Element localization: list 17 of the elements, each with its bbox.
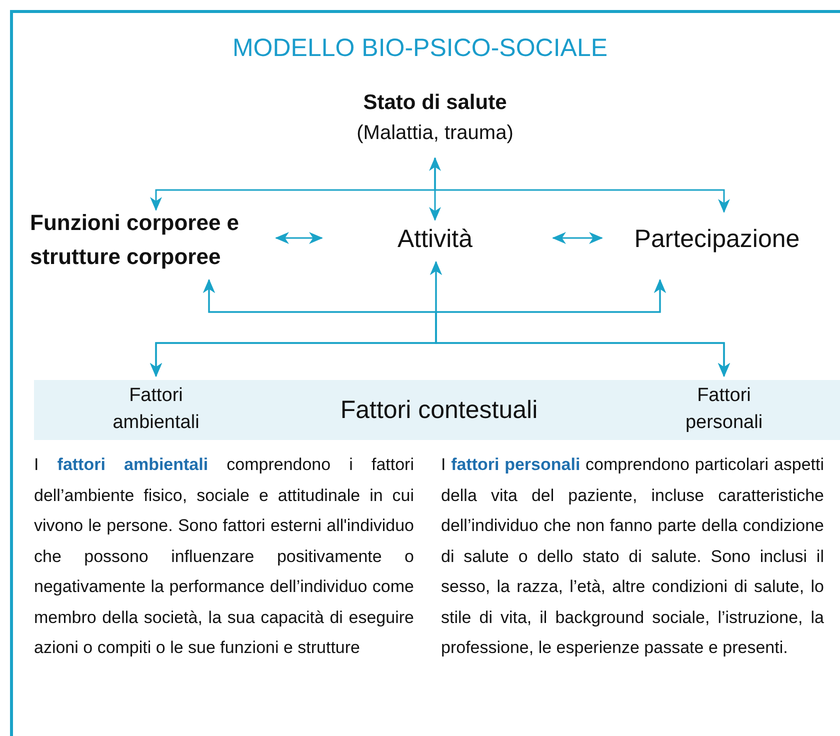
arrow bbox=[435, 279, 730, 377]
node-sublabel: (Malattia, trauma) bbox=[356, 121, 514, 146]
arrow bbox=[275, 232, 323, 244]
arrow bbox=[434, 158, 730, 213]
band-label: Fattori contestuali bbox=[339, 395, 539, 426]
node-label: Partecipazione bbox=[633, 224, 801, 255]
description-paragraph: I fattori ambientali comprendono i fattori dell’ambiente fisico, sociale e attitudinale in cui vivono le persone. Sono fattori esterni all'individuo che possono influenzare positivamente o negativamente la performance dell’individuo come membro della società, la sua capacità di eseguire azioni o compiti o le sue funzioni e strutture bbox=[34, 454, 414, 659]
arrow bbox=[552, 232, 603, 244]
node-label: Fattori ambientali bbox=[112, 384, 200, 435]
description-paragraph: I fattori personali comprendono particolari aspetti della vita del paziente, incluse caratteristiche dell’individuo che non fanno parte della condizione di salute o dello stato di salute. Sono inclusi il sesso, la razza, l’età, altre condizioni di salute, lo stile di vita, il background sociale, l’istruzione, la professione, le esperienze passate e presenti. bbox=[441, 454, 824, 659]
diagram-title: MODELLO BIO-PSICO-SOCIALE bbox=[231, 34, 609, 63]
node-label: Fattori personali bbox=[684, 384, 764, 435]
arrow bbox=[429, 157, 441, 221]
context-band bbox=[34, 380, 840, 440]
node-label: Funzioni corporee e strutture corporee bbox=[30, 209, 240, 271]
node-label: Attività bbox=[396, 224, 474, 255]
node-label: Stato di salute bbox=[362, 90, 508, 116]
